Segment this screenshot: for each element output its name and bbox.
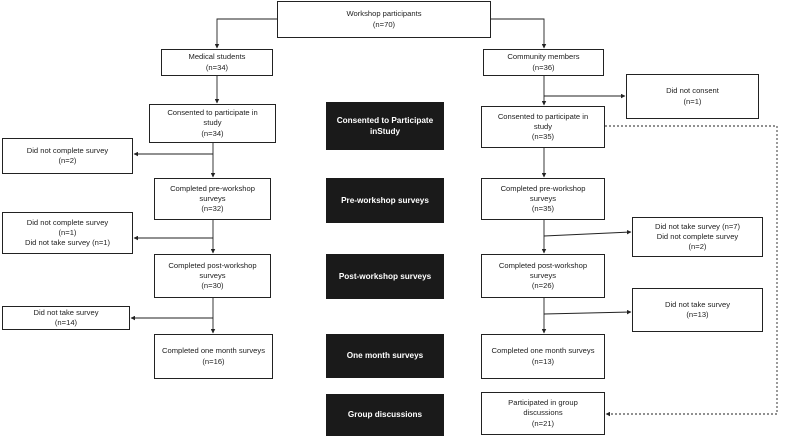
community-excluded-pre-box: Did not take survey (n=7) Did not comple… (632, 217, 763, 257)
box-line: surveys (529, 193, 557, 203)
box-line: (n=34) (201, 128, 224, 138)
stage-label-post-workshop: Post-workshop surveys (326, 254, 444, 299)
stage-line: Study (377, 127, 401, 136)
box-line: study (203, 118, 222, 128)
box-line: (n=2) (688, 242, 707, 252)
medical-consented-box: Consented to participate in study (n=34) (149, 104, 276, 143)
box-line: Did not complete survey (26, 145, 109, 155)
box-line: Completed pre-workshop (500, 183, 586, 193)
box-line: (n=1) (683, 96, 702, 106)
box-line: (n=35) (531, 132, 555, 142)
box-line: Consented to participate in (167, 108, 258, 118)
box-line: Participated in group (508, 398, 578, 408)
medical-month-survey-box: Completed one month surveys (n=16) (154, 334, 273, 379)
stage-line: Pre-workshop surveys (341, 195, 429, 205)
stage-label-consent: Consented to Participate inStudy (326, 102, 444, 150)
box-line: (n=21) (531, 418, 555, 428)
connector-community-excluded-pre (543, 229, 632, 237)
stage-label-pre-workshop: Pre-workshop surveys (326, 178, 444, 223)
box-line: Completed one month surveys (162, 346, 265, 356)
medical-students-box: Medical students (n=34) (161, 49, 273, 76)
connector-community-to-group-discussions (605, 125, 778, 417)
box-line: (n=26) (531, 281, 555, 291)
medical-excluded-pre-box: Did not complete survey (n=1) Did not ta… (2, 212, 133, 254)
stage-line: One month surveys (346, 351, 424, 361)
box-line: (n=34) (205, 62, 229, 72)
connector-community-excluded-post (543, 309, 632, 315)
box-line: (n=70) (372, 19, 396, 29)
medical-excluded-post-box: Did not take survey (n=14) (2, 306, 130, 330)
box-line: Completed post-workshop (498, 260, 588, 270)
box-line: Completed one month surveys (491, 346, 595, 356)
box-line: (n=14) (54, 318, 78, 327)
stage-line: Post-workshop surveys (338, 271, 432, 281)
box-line: surveys (199, 270, 226, 280)
community-group-discussions-box: Participated in group discussions (n=21) (481, 392, 605, 435)
box-line: Did not take survey (n=7) (654, 221, 741, 231)
box-line: Did not take survey (665, 299, 730, 309)
community-consented-box: Consented to participate in study (n=35) (481, 106, 605, 148)
box-line: (n=2) (58, 156, 77, 165)
box-line: Consented to participate in (497, 111, 589, 121)
community-pre-survey-box: Completed pre-workshop surveys (n=35) (481, 178, 605, 220)
workshop-participants-box: Workshop participants (n=70) (277, 1, 491, 38)
community-no-consent-box: Did not consent (n=1) (626, 74, 759, 119)
box-line: Did not complete survey (656, 231, 739, 241)
box-line: (n=36) (532, 62, 555, 72)
box-line: Workshop participants (346, 9, 422, 19)
box-line: surveys (199, 193, 226, 203)
connector-root-to-community (491, 18, 547, 49)
community-post-survey-box: Completed post-workshop surveys (n=26) (481, 254, 605, 298)
box-line: (n=13) (686, 310, 709, 319)
box-line: (n=32) (201, 204, 224, 214)
box-line: Completed post-workshop (168, 260, 257, 270)
medical-excluded-consent-box: Did not complete survey (n=2) (2, 138, 133, 174)
box-line: Did not consent (666, 86, 719, 96)
medical-post-survey-box: Completed post-workshop surveys (n=30) (154, 254, 271, 298)
box-line: Completed pre-workshop (170, 183, 255, 193)
box-line: Did not take survey (n=1) (24, 238, 111, 248)
community-members-box: Community members (n=36) (483, 49, 604, 76)
box-line: Medical students (188, 52, 246, 62)
box-line: discussions (523, 408, 563, 418)
medical-pre-survey-box: Completed pre-workshop surveys (n=32) (154, 178, 271, 220)
stage-line: Group discussions (347, 410, 423, 420)
stage-label-group-discussions: Group discussions (326, 394, 444, 436)
community-excluded-post-box: Did not take survey (n=13) (632, 288, 763, 332)
box-line: surveys (529, 270, 557, 280)
box-line: (n=1) (58, 227, 77, 237)
community-month-survey-box: Completed one month surveys (n=13) (481, 334, 605, 379)
box-line: Did not complete survey (26, 217, 109, 227)
box-line: Did not take survey (33, 307, 99, 317)
box-line: (n=30) (201, 281, 224, 291)
box-line: study (533, 121, 553, 131)
box-line: (n=35) (531, 204, 555, 214)
connector-root-to-medical (214, 18, 277, 49)
stage-label-one-month: One month surveys (326, 334, 444, 378)
stage-line: Consented to Participate in (336, 115, 434, 136)
box-line: Community members (507, 52, 580, 62)
box-line: (n=13) (531, 356, 555, 366)
box-line: (n=16) (202, 356, 225, 366)
